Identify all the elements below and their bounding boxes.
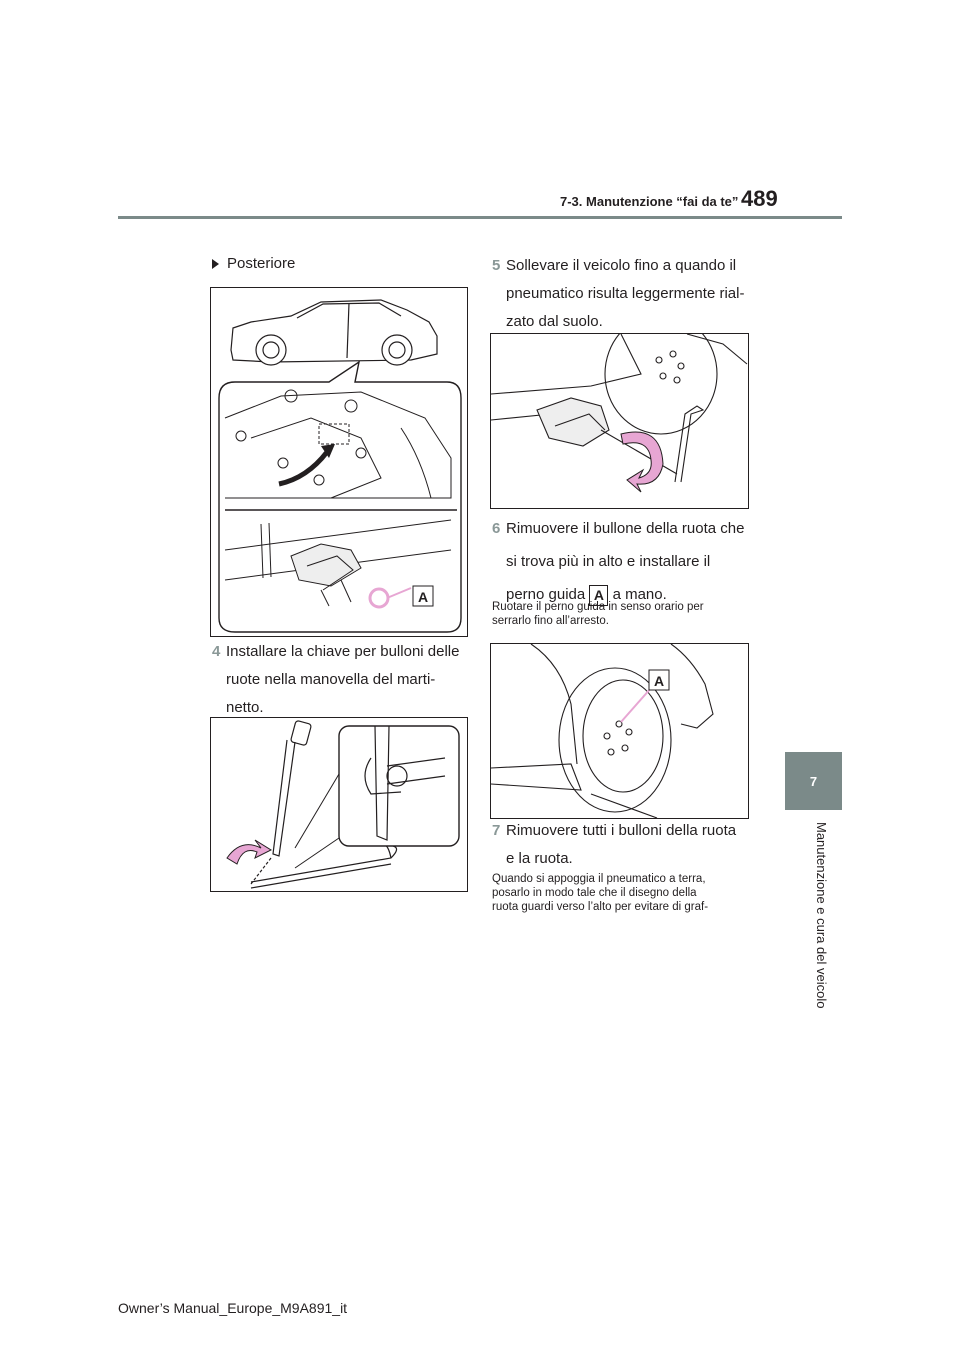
step-7-number: 7	[492, 822, 501, 839]
jack-location-illustration: A	[218, 299, 462, 633]
chapter-number: 7	[809, 773, 818, 789]
step-6-note-line-2: serrarlo fino all’arresto.	[492, 615, 609, 627]
label-a: A	[654, 673, 664, 689]
figure-wrench-install	[210, 717, 468, 892]
label-a: A	[418, 589, 428, 605]
step-6-note-line-1: Ruotare il perno guida in senso orario p…	[492, 601, 704, 613]
step-5-line-1: Sollevare il veicolo fino a quando il	[506, 257, 737, 274]
step-6-note: Ruotare il perno guida in senso orario p…	[492, 600, 762, 628]
chapter-tab: 7	[785, 752, 842, 810]
car-icon	[230, 299, 438, 366]
step-6-number: 6	[492, 520, 501, 537]
chapter-title: Manutenzione e cura del veicolo	[814, 822, 829, 1009]
header-rule	[118, 216, 842, 219]
page-number: 489	[741, 186, 778, 211]
step-4-line-3: netto.	[226, 699, 264, 716]
step-7-line-1: Rimuovere tutti i bulloni della ruota	[506, 822, 737, 839]
step-7: 7 Rimuovere tutti i bulloni della ruota e…	[492, 817, 762, 873]
rotation-arrow-icon	[226, 839, 273, 865]
step-5-line-3: zato dal suolo.	[506, 313, 603, 330]
step-6-line-3: perno guida A a mano.	[492, 578, 762, 611]
step-7-note: Quando si appoggia il pneumatico a terra…	[492, 872, 762, 914]
step-5-number: 5	[492, 257, 501, 274]
step-4-number: 4	[212, 643, 221, 660]
figure-jack-location: A	[210, 287, 468, 637]
step-7-note-line-3: ruota guardi verso l’alto per evitare di…	[492, 901, 709, 913]
header-section-title: 7-3. Manutenzione “fai da te”	[560, 194, 739, 209]
step-6-line-3-after: a mano.	[612, 586, 667, 603]
step-6-line-3-before: perno guida	[506, 586, 586, 603]
figure-guide-pin: A	[490, 643, 749, 819]
step-4-line-1: Installare la chiave per bulloni delle	[226, 643, 460, 660]
footer-manual-id: Owner’s Manual_Europe_M9A891_it	[118, 1300, 348, 1316]
step-4-line-2: ruote nella manovella del marti-	[226, 671, 436, 688]
bullet-text: Posteriore	[227, 255, 296, 272]
step-5: 5 Sollevare il veicolo fino a quando il p…	[492, 252, 762, 336]
rotation-arrow-icon	[620, 431, 664, 493]
step-7-line-2: e la ruota.	[506, 850, 573, 867]
step-6-line-1: Rimuovere il bullone della ruota che	[506, 520, 745, 537]
step-6-line-2: si trova più in alto e installare il	[506, 553, 711, 570]
bullet-posteriore: Posteriore	[212, 255, 295, 272]
triangle-bullet-icon	[212, 258, 219, 269]
figure-raise-vehicle	[490, 333, 749, 509]
step-6: 6 Rimuovere il bullone della ruota che si…	[492, 512, 762, 611]
step-7-note-line-2: posarlo in modo tale che il disegno dell…	[492, 887, 697, 899]
step-7-note-line-1: Quando si appoggia il pneumatico a terra…	[492, 873, 706, 885]
step-5-line-2: pneumatico risulta leggermente rial-	[506, 285, 745, 302]
